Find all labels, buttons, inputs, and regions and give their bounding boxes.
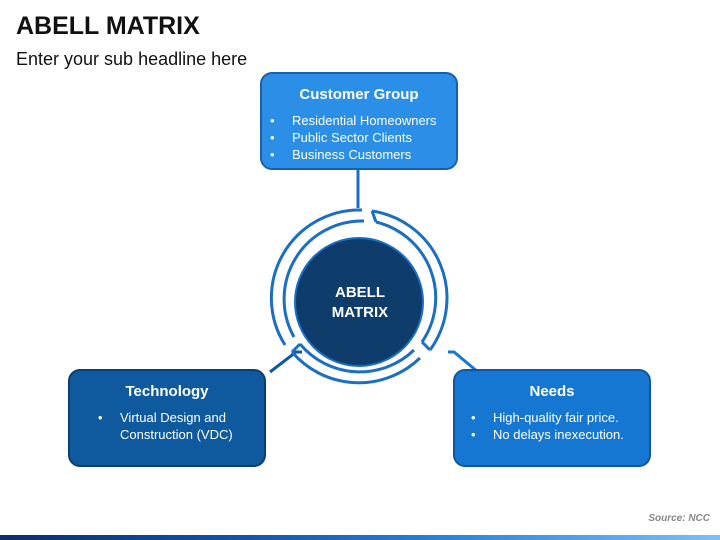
customer-group-box: Customer Group Residential Homeowners Pu… (260, 72, 458, 170)
center-circle (294, 237, 424, 367)
customer-group-title: Customer Group (299, 86, 419, 103)
list-item: Public Sector Clients (270, 129, 456, 146)
technology-title: Technology (125, 383, 209, 400)
page-subtitle: Enter your sub headline here (16, 49, 248, 69)
center-label-line1: ABELL (335, 284, 385, 301)
customer-group-list: Residential Homeowners Public Sector Cli… (262, 112, 456, 163)
technology-box: Technology Virtual Design and Constructi… (68, 369, 266, 467)
list-item: Virtual Design and Construction (VDC) (98, 409, 264, 443)
connector-technology (269, 350, 302, 374)
inner-ring-arc-3 (282, 219, 365, 338)
needs-list: High-quality fair price. No delays inexe… (455, 409, 649, 443)
list-item: High-quality fair price. (471, 409, 649, 426)
list-item: Business Customers (270, 146, 456, 163)
needs-box: Needs High-quality fair price. No delays… (453, 369, 651, 467)
inner-ring-arc-1 (375, 220, 438, 343)
bottom-accent-bar (0, 535, 720, 540)
needs-title: Needs (529, 383, 575, 400)
outer-ring-arc-3 (269, 208, 363, 346)
source-note: Source: NCC (648, 513, 710, 524)
outer-ring-arc-1 (371, 209, 449, 351)
center-label-line2: MATRIX (331, 304, 389, 321)
connector-needs (448, 350, 479, 374)
technology-list: Virtual Design and Construction (VDC) (70, 409, 264, 443)
center-label: ABELL MATRIX (310, 283, 410, 323)
page-title: ABELL MATRIX (16, 12, 200, 40)
outer-ring-arc-2 (290, 351, 422, 385)
list-item: No delays inexecution. (471, 426, 649, 443)
inner-ring-arc-2 (298, 343, 416, 374)
list-item: Residential Homeowners (270, 112, 456, 129)
